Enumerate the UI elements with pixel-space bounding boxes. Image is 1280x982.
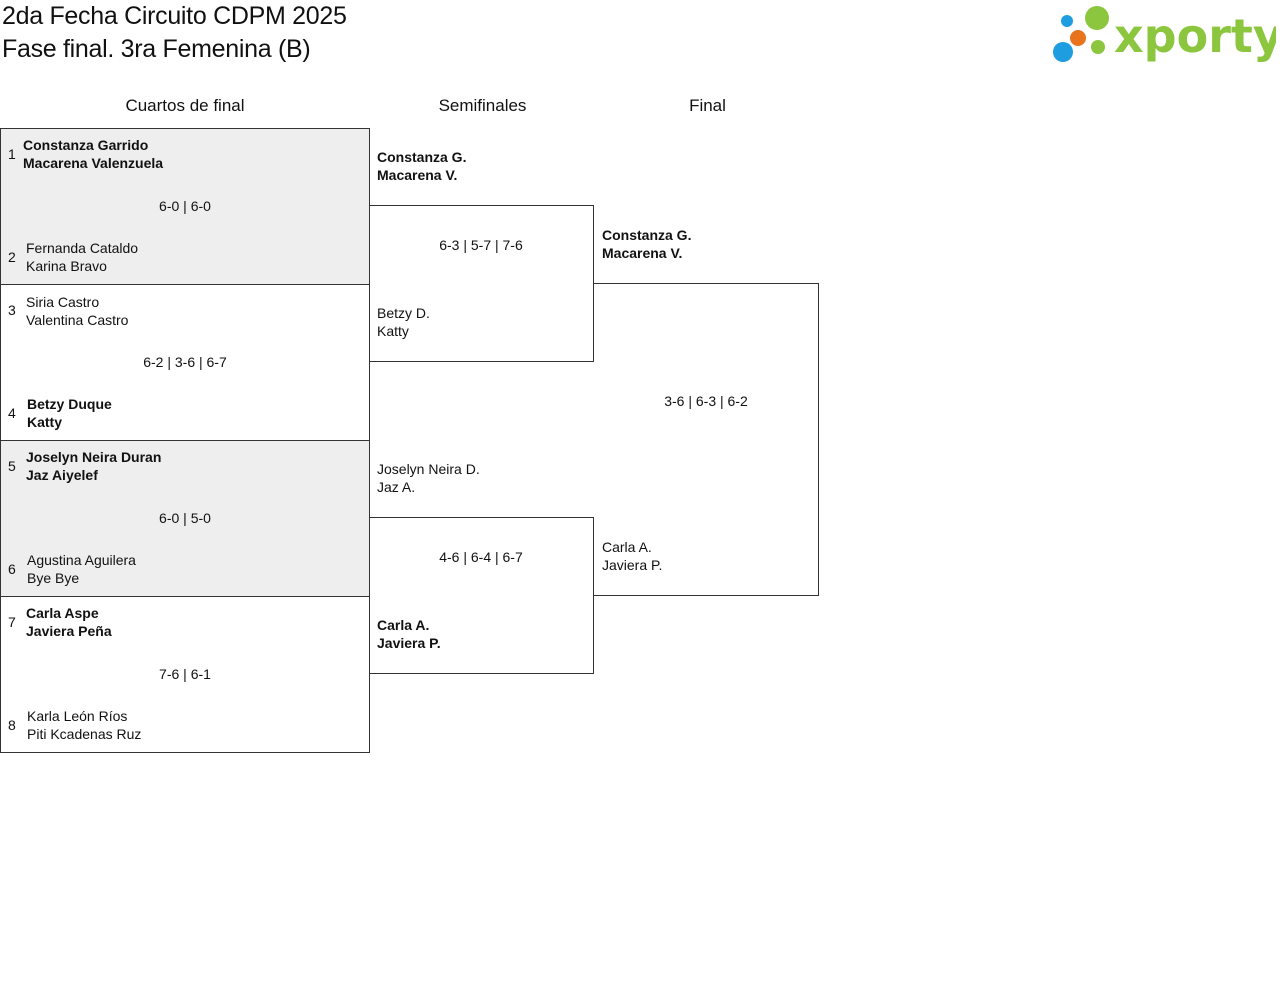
- seed-number: 4: [8, 405, 16, 421]
- player-name: Constanza G.: [377, 149, 467, 165]
- seed-number: 2: [8, 249, 16, 265]
- xporty-logo: xporty: [1053, 6, 1276, 63]
- player-name: Constanza G.: [602, 227, 692, 243]
- player-name: Betzy D.: [377, 305, 430, 321]
- qf4-team-a: Carla Aspe Javiera Peña: [26, 604, 112, 640]
- player-name: Javiera P.: [377, 635, 441, 651]
- column-final: Final: [689, 96, 726, 115]
- player-name: Carla Aspe: [26, 605, 99, 621]
- player-name: Joselyn Neira Duran: [26, 449, 162, 465]
- player-name: Piti Kcadenas Ruz: [27, 726, 142, 742]
- player-name: Carla A.: [602, 539, 652, 555]
- seed-number: 1: [8, 146, 16, 162]
- qf-match-4: 7 Carla Aspe Javiera Peña 7-6 | 6-1 8 Ka…: [0, 596, 370, 753]
- logo-text: xporty: [1114, 9, 1276, 63]
- player-name: Constanza Garrido: [23, 137, 149, 153]
- sf1-team-b: Betzy D. Katty: [377, 304, 430, 340]
- qf4-team-b: Karla León Ríos Piti Kcadenas Ruz: [27, 707, 141, 743]
- seed-number: 6: [8, 561, 16, 577]
- qf3-score: 6-0 | 5-0: [159, 510, 211, 526]
- qf1-team-a: Constanza Garrido Macarena Valenzuela: [23, 136, 163, 172]
- final-match: 3-6 | 6-3 | 6-2: [594, 283, 819, 596]
- sf2-team-b: Carla A. Javiera P.: [377, 616, 441, 652]
- player-name: Agustina Aguilera: [27, 552, 136, 568]
- sf2-team-a: Joselyn Neira D. Jaz A.: [377, 460, 480, 496]
- player-name: Javiera P.: [602, 557, 663, 573]
- player-name: Siria Castro: [26, 294, 100, 310]
- qf2-team-b: Betzy Duque Katty: [27, 395, 112, 431]
- sf1-team-a: Constanza G. Macarena V.: [377, 148, 466, 184]
- seed-number: 3: [8, 302, 16, 318]
- column-semifinals: Semifinales: [438, 96, 527, 115]
- qf1-team-b: Fernanda Cataldo Karina Bravo: [26, 239, 138, 275]
- player-name: Javiera Peña: [26, 623, 112, 639]
- player-name: Carla A.: [377, 617, 430, 633]
- seed-number: 5: [8, 458, 16, 474]
- qf2-team-a: Siria Castro Valentina Castro: [26, 293, 128, 329]
- player-name: Jaz Aiyelef: [26, 467, 98, 483]
- column-quarterfinals: Cuartos de final: [125, 96, 245, 115]
- player-name: Macarena V.: [602, 245, 683, 261]
- seed-number: 7: [8, 614, 16, 630]
- player-name: Katty: [27, 414, 63, 430]
- player-name: Jaz A.: [377, 479, 416, 495]
- player-name: Karina Bravo: [26, 258, 107, 274]
- final-team-a: Constanza G. Macarena V.: [602, 226, 691, 262]
- final-team-b: Carla A. Javiera P.: [602, 538, 662, 574]
- sf-match-1: 6-3 | 5-7 | 7-6: [369, 205, 594, 362]
- player-name: Macarena Valenzuela: [23, 155, 164, 171]
- qf3-team-b: Agustina Aguilera Bye Bye: [27, 551, 136, 587]
- player-name: Valentina Castro: [26, 312, 129, 328]
- qf3-team-a: Joselyn Neira Duran Jaz Aiyelef: [26, 448, 161, 484]
- player-name: Katty: [377, 323, 409, 339]
- player-name: Betzy Duque: [27, 396, 112, 412]
- tournament-subtitle: Fase final. 3ra Femenina (B): [2, 35, 311, 63]
- player-name: Bye Bye: [27, 570, 80, 586]
- qf-match-1: 1 Constanza Garrido Macarena Valenzuela …: [0, 128, 370, 285]
- qf-match-2: 3 Siria Castro Valentina Castro 6-2 | 3-…: [0, 284, 370, 441]
- player-name: Karla León Ríos: [27, 708, 128, 724]
- sf2-score: 4-6 | 6-4 | 6-7: [439, 549, 523, 565]
- sf1-score: 6-3 | 5-7 | 7-6: [439, 237, 523, 253]
- qf1-score: 6-0 | 6-0: [159, 198, 211, 214]
- seed-number: 8: [8, 717, 16, 733]
- qf-match-3: 5 Joselyn Neira Duran Jaz Aiyelef 6-0 | …: [0, 440, 370, 597]
- qf2-score: 6-2 | 3-6 | 6-7: [143, 354, 227, 370]
- player-name: Fernanda Cataldo: [26, 240, 139, 256]
- qf4-score: 7-6 | 6-1: [159, 666, 211, 682]
- sf-match-2: 4-6 | 6-4 | 6-7: [369, 517, 594, 674]
- player-name: Joselyn Neira D.: [377, 461, 480, 477]
- final-score: 3-6 | 6-3 | 6-2: [664, 393, 748, 409]
- player-name: Macarena V.: [377, 167, 458, 183]
- tournament-title: 2da Fecha Circuito CDPM 2025: [2, 2, 347, 30]
